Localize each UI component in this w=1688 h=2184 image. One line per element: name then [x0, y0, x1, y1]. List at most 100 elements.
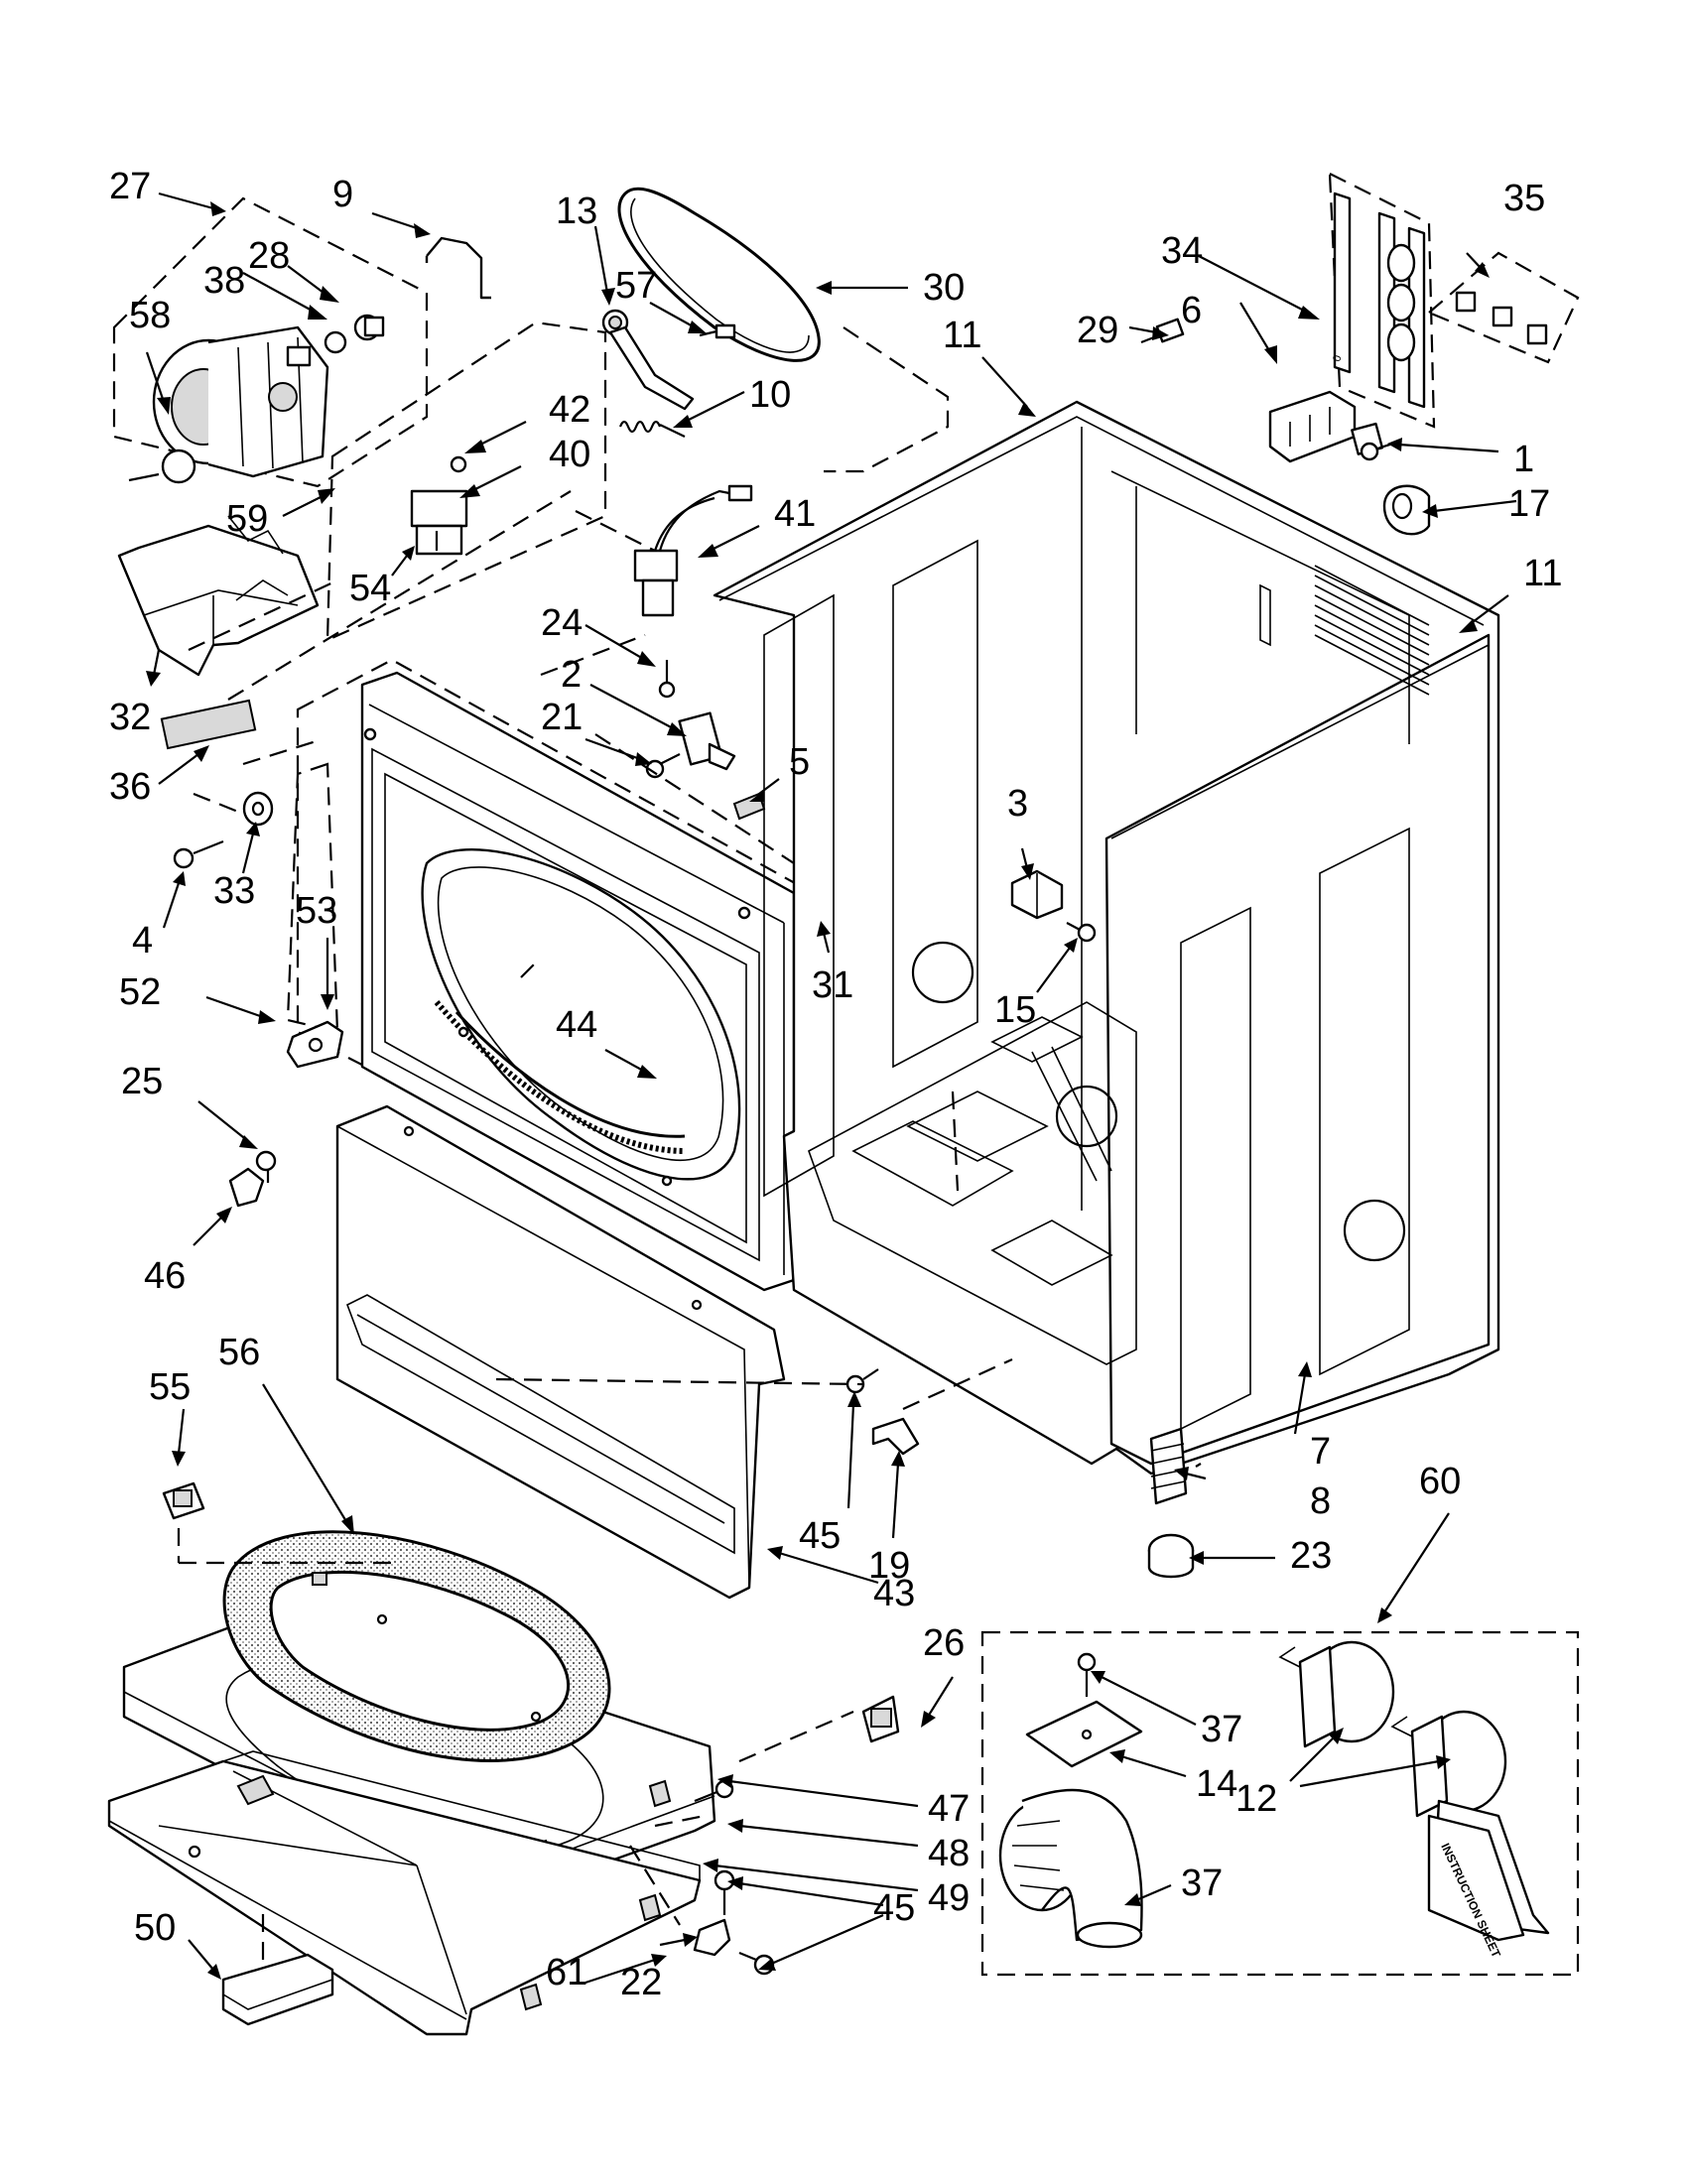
leveling-leg-8 [1149, 1427, 1188, 1505]
drive-belt [617, 187, 821, 362]
callout-1: 1 [1513, 439, 1534, 480]
callout-9: 9 [332, 174, 353, 215]
callout-61: 60 [1419, 1461, 1461, 1502]
cabinet [713, 400, 1500, 1476]
leader-lines [145, 192, 1517, 1985]
callout-23: 23 [1290, 1535, 1332, 1577]
callout-11-right: 11 [1523, 553, 1562, 594]
fuse-group-outline [1426, 251, 1580, 364]
callout-13: 13 [556, 191, 597, 232]
callout-43: 43 [873, 1573, 915, 1614]
elbow-duct-37 [998, 1788, 1143, 1949]
callout-12: 12 [1235, 1778, 1277, 1820]
assembly-dashed-lines [177, 326, 1013, 1960]
callout-37: 37 [1181, 1863, 1223, 1904]
door-catch-2 [678, 711, 736, 771]
callout-8: 8 [1310, 1480, 1331, 1522]
motor-assembly [112, 196, 491, 488]
callout-31: 31 [812, 964, 853, 1006]
callout-58: 57 [615, 265, 657, 307]
callout-22: 21 [541, 697, 583, 738]
callout-21: 22 [620, 1962, 662, 2003]
screw-14 [1066, 922, 1097, 943]
callout-25: 25 [121, 1061, 163, 1102]
callout-24: 24 [541, 602, 583, 644]
vent-hood-12a [1278, 1640, 1395, 1748]
callout-51: 52 [119, 971, 161, 1013]
callout-38: 38 [203, 260, 245, 302]
callout-48: 48 [928, 1833, 970, 1874]
callout-3: 3 [1007, 783, 1028, 825]
toe-panel [335, 1104, 786, 1600]
clip-26 [861, 1695, 900, 1743]
bracket-21 [693, 1918, 731, 1957]
callout-2: 2 [561, 654, 582, 696]
callout-35: 35 [1503, 178, 1545, 219]
door-switch [410, 455, 468, 556]
callout-29: 29 [1077, 310, 1118, 351]
callout-60: 61 [546, 1952, 587, 1993]
callout-30: 30 [923, 267, 965, 309]
washer-33 [242, 791, 274, 827]
hinge-dashed-outline [286, 762, 339, 1034]
callout-55: 37 [1201, 1709, 1242, 1750]
callout-27: 27 [109, 166, 151, 207]
callout-19: 19 [868, 1545, 910, 1587]
motor-mount-bracket [117, 515, 320, 750]
base-frame-49 [107, 1750, 702, 2036]
motor-clip [425, 236, 491, 300]
terminal-cap-17 [1382, 484, 1431, 536]
callout-42: 42 [549, 389, 590, 431]
callout-45-lower: 45 [873, 1887, 915, 1929]
kit-61-box [980, 1630, 1580, 1977]
door-hinge-52 [286, 1020, 344, 1069]
callout-36: 36 [109, 766, 151, 808]
callout-50: 50 [134, 1907, 176, 1949]
callout-46: 46 [144, 1255, 186, 1297]
callout-33: 33 [213, 870, 255, 912]
screw-1 [1360, 440, 1400, 461]
callout-59: 59 [226, 498, 268, 540]
callout-57: 58 [129, 295, 171, 336]
idler-spring [618, 420, 686, 438]
callout-11-top: 11 [943, 315, 981, 356]
callout-15: 14 [1196, 1763, 1237, 1805]
screw-45-lower-a [714, 1869, 735, 1915]
clip-46 [228, 1167, 265, 1208]
screw-4 [173, 839, 224, 869]
instruction-sheet: INSTRUCTION SHEET [1427, 1799, 1550, 1960]
callout-10: 10 [749, 374, 791, 416]
cover-plate-15 [1025, 1700, 1143, 1768]
callout-44: 44 [556, 1004, 597, 1046]
screw-22 [645, 753, 681, 779]
svg-text:0: 0 [1331, 354, 1344, 363]
callout-labels: 27 9 28 38 58 59 42 40 54 32 36 33 4 53 … [109, 166, 1562, 2003]
callout-17: 17 [1508, 483, 1550, 525]
callout-26: 26 [923, 1622, 965, 1664]
callout-41: 41 [774, 493, 816, 535]
callout-34: 34 [1161, 230, 1203, 272]
switch-group-outline [325, 321, 607, 642]
callout-52: 53 [296, 890, 337, 932]
callout-53: 54 [349, 568, 391, 609]
callout-32: 32 [109, 697, 151, 738]
callout-47: 47 [928, 1788, 970, 1830]
callout-45-upper: 45 [799, 1515, 841, 1557]
callout-56: 56 [218, 1332, 260, 1373]
thermostats-34: 0 [1331, 192, 1426, 409]
vent-hood-12b [1390, 1710, 1507, 1818]
callout-6: 6 [1181, 290, 1202, 331]
callout-14: 15 [994, 989, 1036, 1031]
callout-40: 40 [549, 434, 590, 475]
callout-28: 28 [248, 235, 290, 277]
drive-motor [128, 325, 329, 484]
callout-7: 7 [1310, 1431, 1331, 1473]
clip-54 [162, 1481, 205, 1520]
front-panel [360, 671, 796, 1292]
screw-25 [255, 1150, 277, 1183]
leg-cap-23 [1147, 1533, 1195, 1579]
foot-pad-50 [221, 1953, 334, 2026]
foam-seal-56 [222, 1530, 611, 1762]
callout-54: 55 [149, 1366, 191, 1408]
